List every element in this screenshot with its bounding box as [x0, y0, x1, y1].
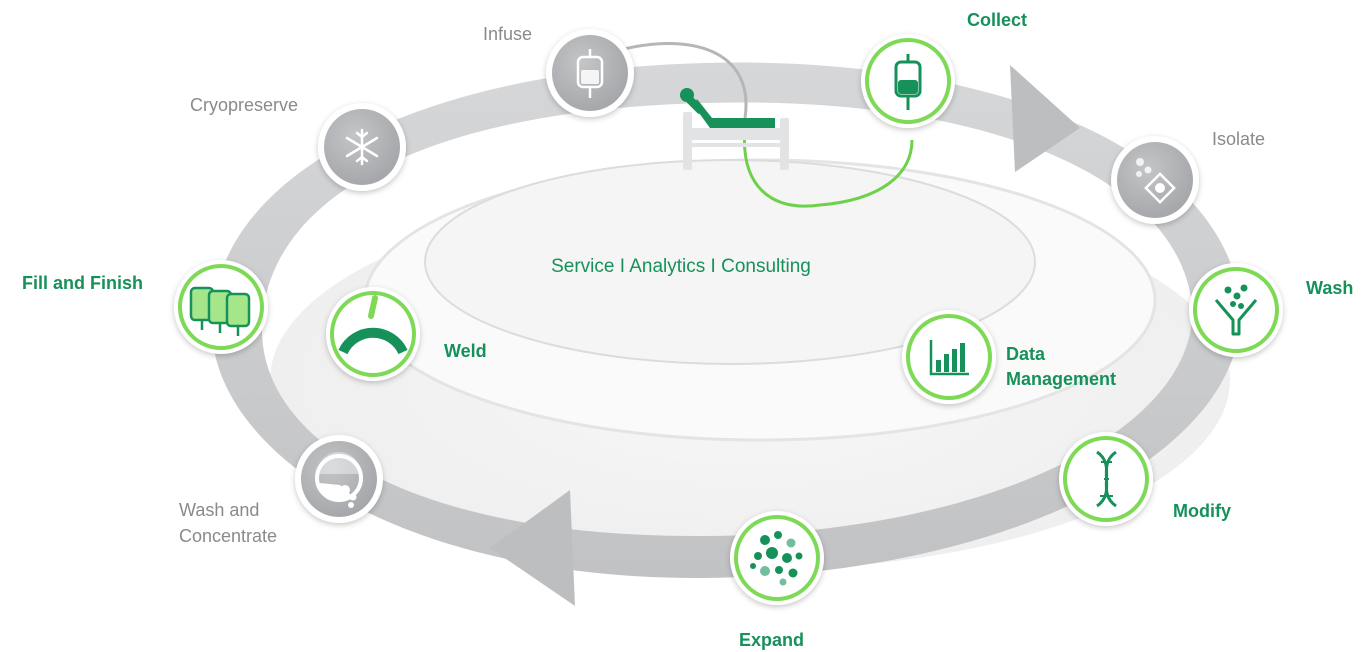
- dna-icon: [1096, 450, 1117, 508]
- isolate-label: Isolate: [1212, 129, 1266, 149]
- cell-isolation-icon: [1136, 158, 1176, 204]
- wash-concentrate-step-node[interactable]: [295, 435, 383, 523]
- data-management-label-line2: Management: [1006, 369, 1117, 389]
- patient-bed-icon: [680, 88, 789, 170]
- cycle-arrow-left: [490, 490, 575, 606]
- data-management-label-line1: Data: [1006, 344, 1046, 364]
- inner-ring: [424, 159, 1036, 365]
- filter-funnel-icon: [1214, 284, 1258, 336]
- cycle-arrow-right: [1010, 65, 1080, 172]
- wash-label: Wash: [1306, 278, 1354, 298]
- iv-bag-icon: [576, 49, 604, 98]
- fill-finish-label: Fill and Finish: [22, 273, 143, 293]
- collect-label: Collect: [967, 10, 1028, 30]
- infuse-label: Infuse: [483, 24, 533, 44]
- cryobags-icon: [189, 286, 251, 336]
- expand-label: Expand: [739, 630, 805, 650]
- modify-label: Modify: [1173, 501, 1231, 521]
- wash-concentrate-label-line1: Wash and: [179, 500, 260, 520]
- wash-step-node[interactable]: [1189, 263, 1283, 357]
- tube-welder-icon: [338, 295, 408, 355]
- infuse-connection-line: [611, 41, 748, 119]
- cell-cluster-icon: [750, 531, 803, 586]
- centrifuge-icon: [315, 452, 363, 508]
- weld-label: Weld: [444, 341, 487, 361]
- collect-connection-line: [742, 127, 914, 208]
- blood-bag-icon: [894, 54, 922, 110]
- outer-cycle-ring: [211, 62, 1241, 606]
- wash-concentrate-label-line2: Concentrate: [179, 526, 278, 546]
- bar-chart-icon: [929, 340, 969, 376]
- snowflake-icon: [345, 128, 379, 166]
- center-services-label: Service I Analytics I Consulting: [551, 256, 811, 277]
- expand-step-node[interactable]: [730, 511, 824, 605]
- cryopreserve-label: Cryopreserve: [190, 95, 299, 115]
